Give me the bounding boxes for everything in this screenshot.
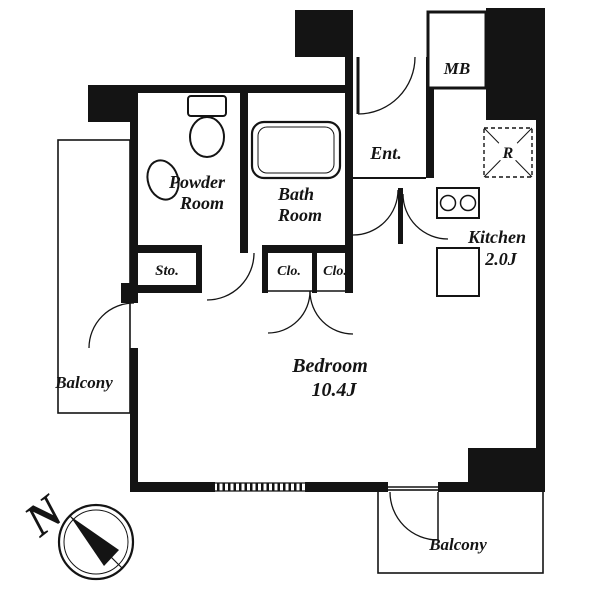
closet-doors [267, 290, 354, 335]
fixtures [146, 10, 533, 297]
balcony-left-label: Balcony [54, 373, 113, 392]
storage-label: Sto. [155, 263, 179, 279]
wall-segment [88, 85, 353, 93]
balcony-bottom-label: Balcony [428, 535, 487, 554]
balcony-door-opening [388, 482, 438, 492]
wall-segment [295, 10, 352, 57]
closet-left-label: Clo. [277, 264, 301, 279]
toilet-fixture [187, 95, 227, 158]
left-balcony [57, 139, 131, 414]
wall-segment [536, 120, 545, 452]
doors [88, 56, 449, 541]
wall-segment [345, 10, 353, 93]
labels: MB R Ent. Powder Room Bath Room Kitchen … [54, 59, 526, 554]
refrigerator-label: R [502, 145, 514, 162]
vanity-sink [146, 159, 180, 201]
compass-ring-outer [57, 503, 135, 581]
bathtub [250, 120, 342, 180]
wall-segment [262, 245, 353, 253]
wall-segment [138, 285, 202, 293]
stove [436, 187, 480, 219]
mb-label: MB [443, 59, 470, 78]
bedroom-size-label: 10.4J [312, 379, 358, 401]
powder-room-label: Powder [168, 172, 226, 192]
bedroom-window [215, 482, 305, 492]
compass-needle-icon [70, 516, 119, 566]
bedroom-label: Bedroom [291, 355, 368, 377]
wall-segment [486, 8, 545, 120]
wall-segment [468, 448, 545, 492]
bottom-balcony [377, 489, 544, 574]
left-balcony-door [88, 302, 135, 349]
corridor-door-left [352, 189, 399, 236]
wall-segment [426, 57, 434, 178]
meter-box [426, 10, 488, 90]
wall-segment [312, 285, 317, 293]
bath-room-label: Bath [277, 184, 314, 204]
kitchen-label: Kitchen [467, 227, 526, 247]
bath-room-label-2: Room [277, 205, 322, 225]
wall-segment [196, 245, 202, 293]
wall-segment [130, 93, 138, 303]
wall-segment [345, 93, 353, 293]
entrance-label: Ent. [369, 143, 402, 163]
wall-segment [398, 188, 403, 244]
wall-segment [130, 348, 138, 490]
powder-room-label-2: Room [179, 193, 224, 213]
wall-segment [262, 285, 268, 293]
bottom-balcony-door [389, 491, 439, 541]
wall-segment [138, 245, 202, 253]
refrigerator-space [483, 127, 533, 178]
wall-segment [240, 93, 248, 253]
wall-segment [312, 245, 317, 293]
kitchen-sink [436, 247, 480, 297]
closet-right-label: Clo. [323, 264, 347, 279]
entrance-door [356, 56, 416, 115]
compass-ring-inner [63, 509, 129, 575]
powder-room-door [206, 252, 255, 301]
corridor-door-right [402, 193, 449, 240]
kitchen-size-label: 2.0J [484, 249, 518, 269]
wall-segment [262, 245, 268, 293]
